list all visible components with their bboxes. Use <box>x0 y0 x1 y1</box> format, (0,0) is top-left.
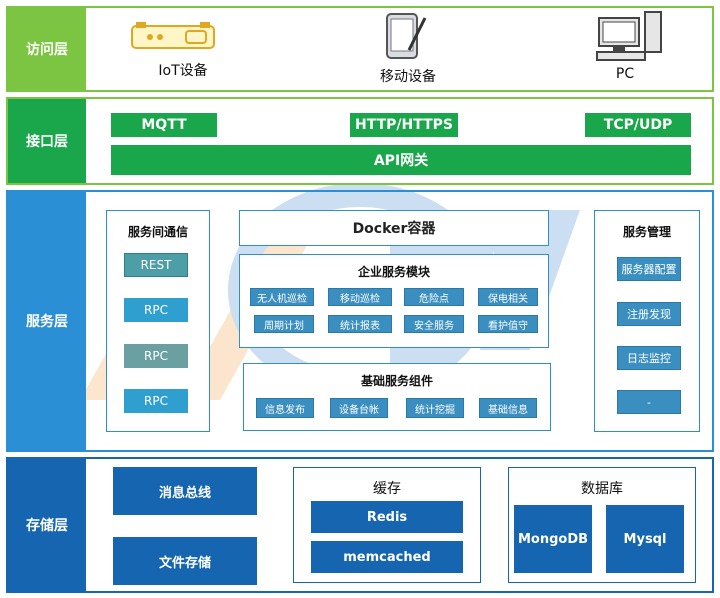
basic-component-title: 基础服务组件 <box>360 374 433 388</box>
docker-label: Docker容器 <box>352 221 436 237</box>
cache-memcached: memcached <box>311 541 463 573</box>
management-item: 注册发现 <box>617 302 681 326</box>
interface-layer-label: 接口层 <box>8 99 86 183</box>
api-gateway: API网关 <box>111 145 691 175</box>
docker-container: Docker容器 <box>239 210 549 246</box>
management-item: - <box>617 390 681 414</box>
basic-item: 统计挖掘 <box>406 398 464 418</box>
db-mongodb: MongoDB <box>514 505 592 573</box>
iot-device-icon <box>131 22 215 49</box>
storage-layer-label: 存储层 <box>8 459 86 591</box>
cache-title: 缓存 <box>373 481 401 497</box>
message-bus: 消息总线 <box>113 467 257 515</box>
database-title: 数据库 <box>581 481 623 497</box>
service-layer-label: 服务层 <box>8 192 86 450</box>
management-item: 服务器配置 <box>617 257 681 281</box>
iot-device-label: IoT设备 <box>158 63 208 79</box>
basic-component-panel: 基础服务组件 <box>243 363 551 431</box>
access-layer-label: 访问层 <box>8 8 86 90</box>
basic-item: 信息发布 <box>256 398 314 418</box>
storage-layer: 存储层 <box>6 457 714 593</box>
enterprise-item: 危险点 <box>404 288 464 306</box>
interface-layer: 接口层 <box>6 97 714 185</box>
enterprise-module-title: 企业服务模块 <box>357 265 430 279</box>
basic-item: 基础信息 <box>479 398 537 418</box>
service-management-title: 服务管理 <box>622 225 671 239</box>
enterprise-item: 周期计划 <box>254 315 314 333</box>
enterprise-item: 统计报表 <box>328 315 392 333</box>
protocol-mqtt: MQTT <box>111 113 217 137</box>
comm-rpc-2: RPC <box>124 344 188 368</box>
comm-rest: REST <box>124 253 188 277</box>
service-communication-title: 服务间通信 <box>127 225 188 239</box>
enterprise-item: 保电相关 <box>478 288 538 306</box>
comm-rpc-1: RPC <box>124 298 188 322</box>
pc-label: PC <box>615 66 635 82</box>
file-storage: 文件存储 <box>113 537 257 585</box>
management-item: 日志监控 <box>617 346 681 370</box>
protocol-http: HTTP/HTTPS <box>350 113 458 137</box>
enterprise-item: 无人机巡检 <box>250 288 314 306</box>
comm-rpc-3: RPC <box>124 389 188 413</box>
basic-item: 设备台帐 <box>330 398 388 418</box>
protocol-tcp-udp: TCP/UDP <box>585 113 691 137</box>
service-layer: 服务层 <box>6 190 714 452</box>
db-mysql: Mysql <box>606 505 684 573</box>
mobile-device-label: 移动设备 <box>380 69 436 85</box>
enterprise-item: 安全服务 <box>404 315 464 333</box>
access-layer: 访问层 <box>6 6 714 92</box>
tablet-icon <box>386 13 427 59</box>
enterprise-item: 移动巡检 <box>328 288 392 306</box>
enterprise-item: 看护值守 <box>478 315 538 333</box>
cache-redis: Redis <box>311 501 463 533</box>
desktop-computer-icon <box>596 11 662 61</box>
